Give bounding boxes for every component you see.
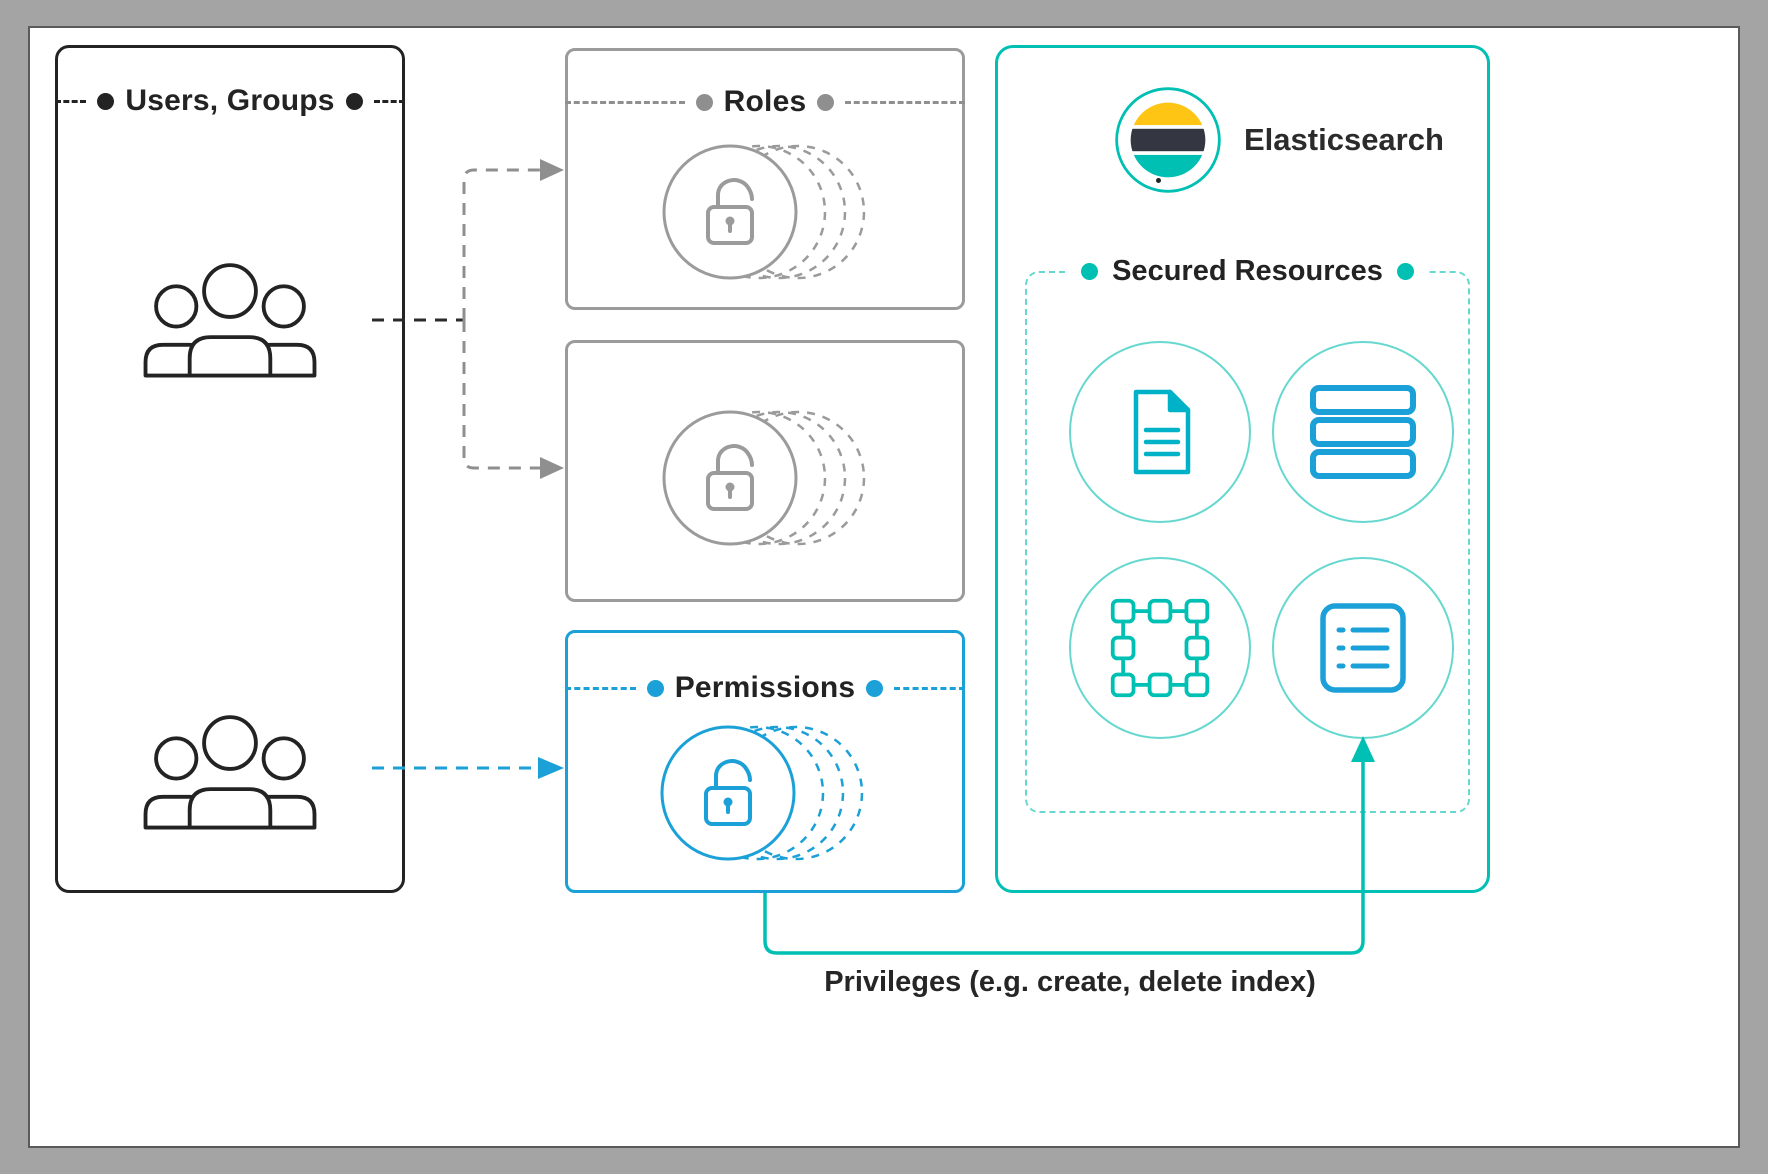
cluster-node: [1184, 635, 1210, 661]
person-head: [154, 736, 199, 781]
secured-resources-header-wrap: Secured Resources: [1069, 255, 1426, 288]
logo-band-dark: [1130, 128, 1206, 152]
permissions-label: Permissions: [674, 671, 856, 704]
gray-dot: [817, 93, 835, 111]
logo-tick-dot: [1156, 178, 1161, 183]
cluster-node: [1184, 672, 1210, 698]
users-groups-header: Users, Groups: [55, 84, 405, 118]
person-head: [202, 263, 258, 319]
echo-circles: [691, 410, 866, 546]
lock-shackle: [714, 759, 752, 790]
elasticsearch-logo-icon: [1115, 87, 1221, 193]
dash-line: [894, 686, 965, 690]
gray-dot: [695, 93, 713, 111]
resource-document-circle: [1069, 341, 1251, 523]
cluster-node: [1110, 672, 1136, 698]
lock-keyhole: [728, 489, 732, 499]
lock-keyhole: [725, 216, 735, 226]
blue-dot: [646, 679, 664, 697]
dash-line: [373, 99, 405, 103]
lock-keyhole: [725, 482, 735, 492]
lock-keyhole: [728, 223, 732, 233]
resource-list-circle: [1272, 557, 1454, 739]
elasticsearch-label: Elasticsearch: [1244, 122, 1444, 157]
document-fold: [1167, 389, 1191, 413]
people-group-icon: [143, 263, 317, 378]
stacked-index-icon: [1310, 385, 1416, 479]
logo-band-teal: [1130, 154, 1206, 178]
list-icon: [1320, 603, 1406, 693]
blue-dot: [866, 679, 884, 697]
open-padlock-icon: [662, 410, 866, 546]
cluster-node: [1110, 635, 1136, 661]
echo-circles: [691, 144, 866, 280]
lock-shackle: [716, 444, 754, 475]
resource-cluster-circle: [1069, 557, 1251, 739]
person-head: [202, 715, 258, 771]
person-body: [187, 787, 273, 830]
secured-resources-header: Secured Resources: [1027, 255, 1468, 288]
resource-index-circle: [1272, 341, 1454, 523]
cluster-node: [1184, 598, 1210, 624]
person-body: [187, 335, 273, 378]
person-head: [154, 284, 199, 329]
users-groups-label: Users, Groups: [125, 84, 335, 117]
open-padlock-icon: [660, 725, 864, 861]
cluster-nodes-icon: [1110, 598, 1210, 698]
lock-shackle: [716, 178, 754, 209]
privileges-caption: Privileges (e.g. create, delete index): [824, 966, 1316, 998]
cluster-node: [1147, 672, 1173, 698]
secured-resources-label: Secured Resources: [1112, 255, 1383, 287]
logo-band-yellow: [1130, 102, 1206, 126]
index-layer: [1310, 449, 1416, 479]
open-padlock-icon: [662, 144, 866, 280]
black-dot: [345, 92, 363, 110]
lock-keyhole: [723, 797, 733, 807]
dash-line: [55, 99, 87, 103]
dash-line: [845, 100, 966, 104]
roles-header: Roles: [565, 85, 966, 119]
lock-keyhole: [726, 804, 730, 814]
teal-dot: [1081, 263, 1099, 280]
dash-line: [565, 100, 685, 104]
index-layer: [1310, 417, 1416, 447]
people-group-icon: [143, 715, 317, 830]
roles-label: Roles: [723, 85, 807, 118]
index-layer: [1310, 385, 1416, 415]
document-icon: [1133, 389, 1191, 475]
document-outline: [1133, 389, 1191, 475]
black-dot: [97, 92, 115, 110]
cluster-node: [1110, 598, 1136, 624]
list-frame: [1320, 603, 1406, 693]
permissions-header: Permissions: [565, 671, 965, 705]
dash-line: [565, 686, 636, 690]
cluster-node: [1147, 598, 1173, 624]
person-head: [261, 284, 306, 329]
person-head: [261, 736, 306, 781]
teal-dot: [1396, 263, 1414, 280]
